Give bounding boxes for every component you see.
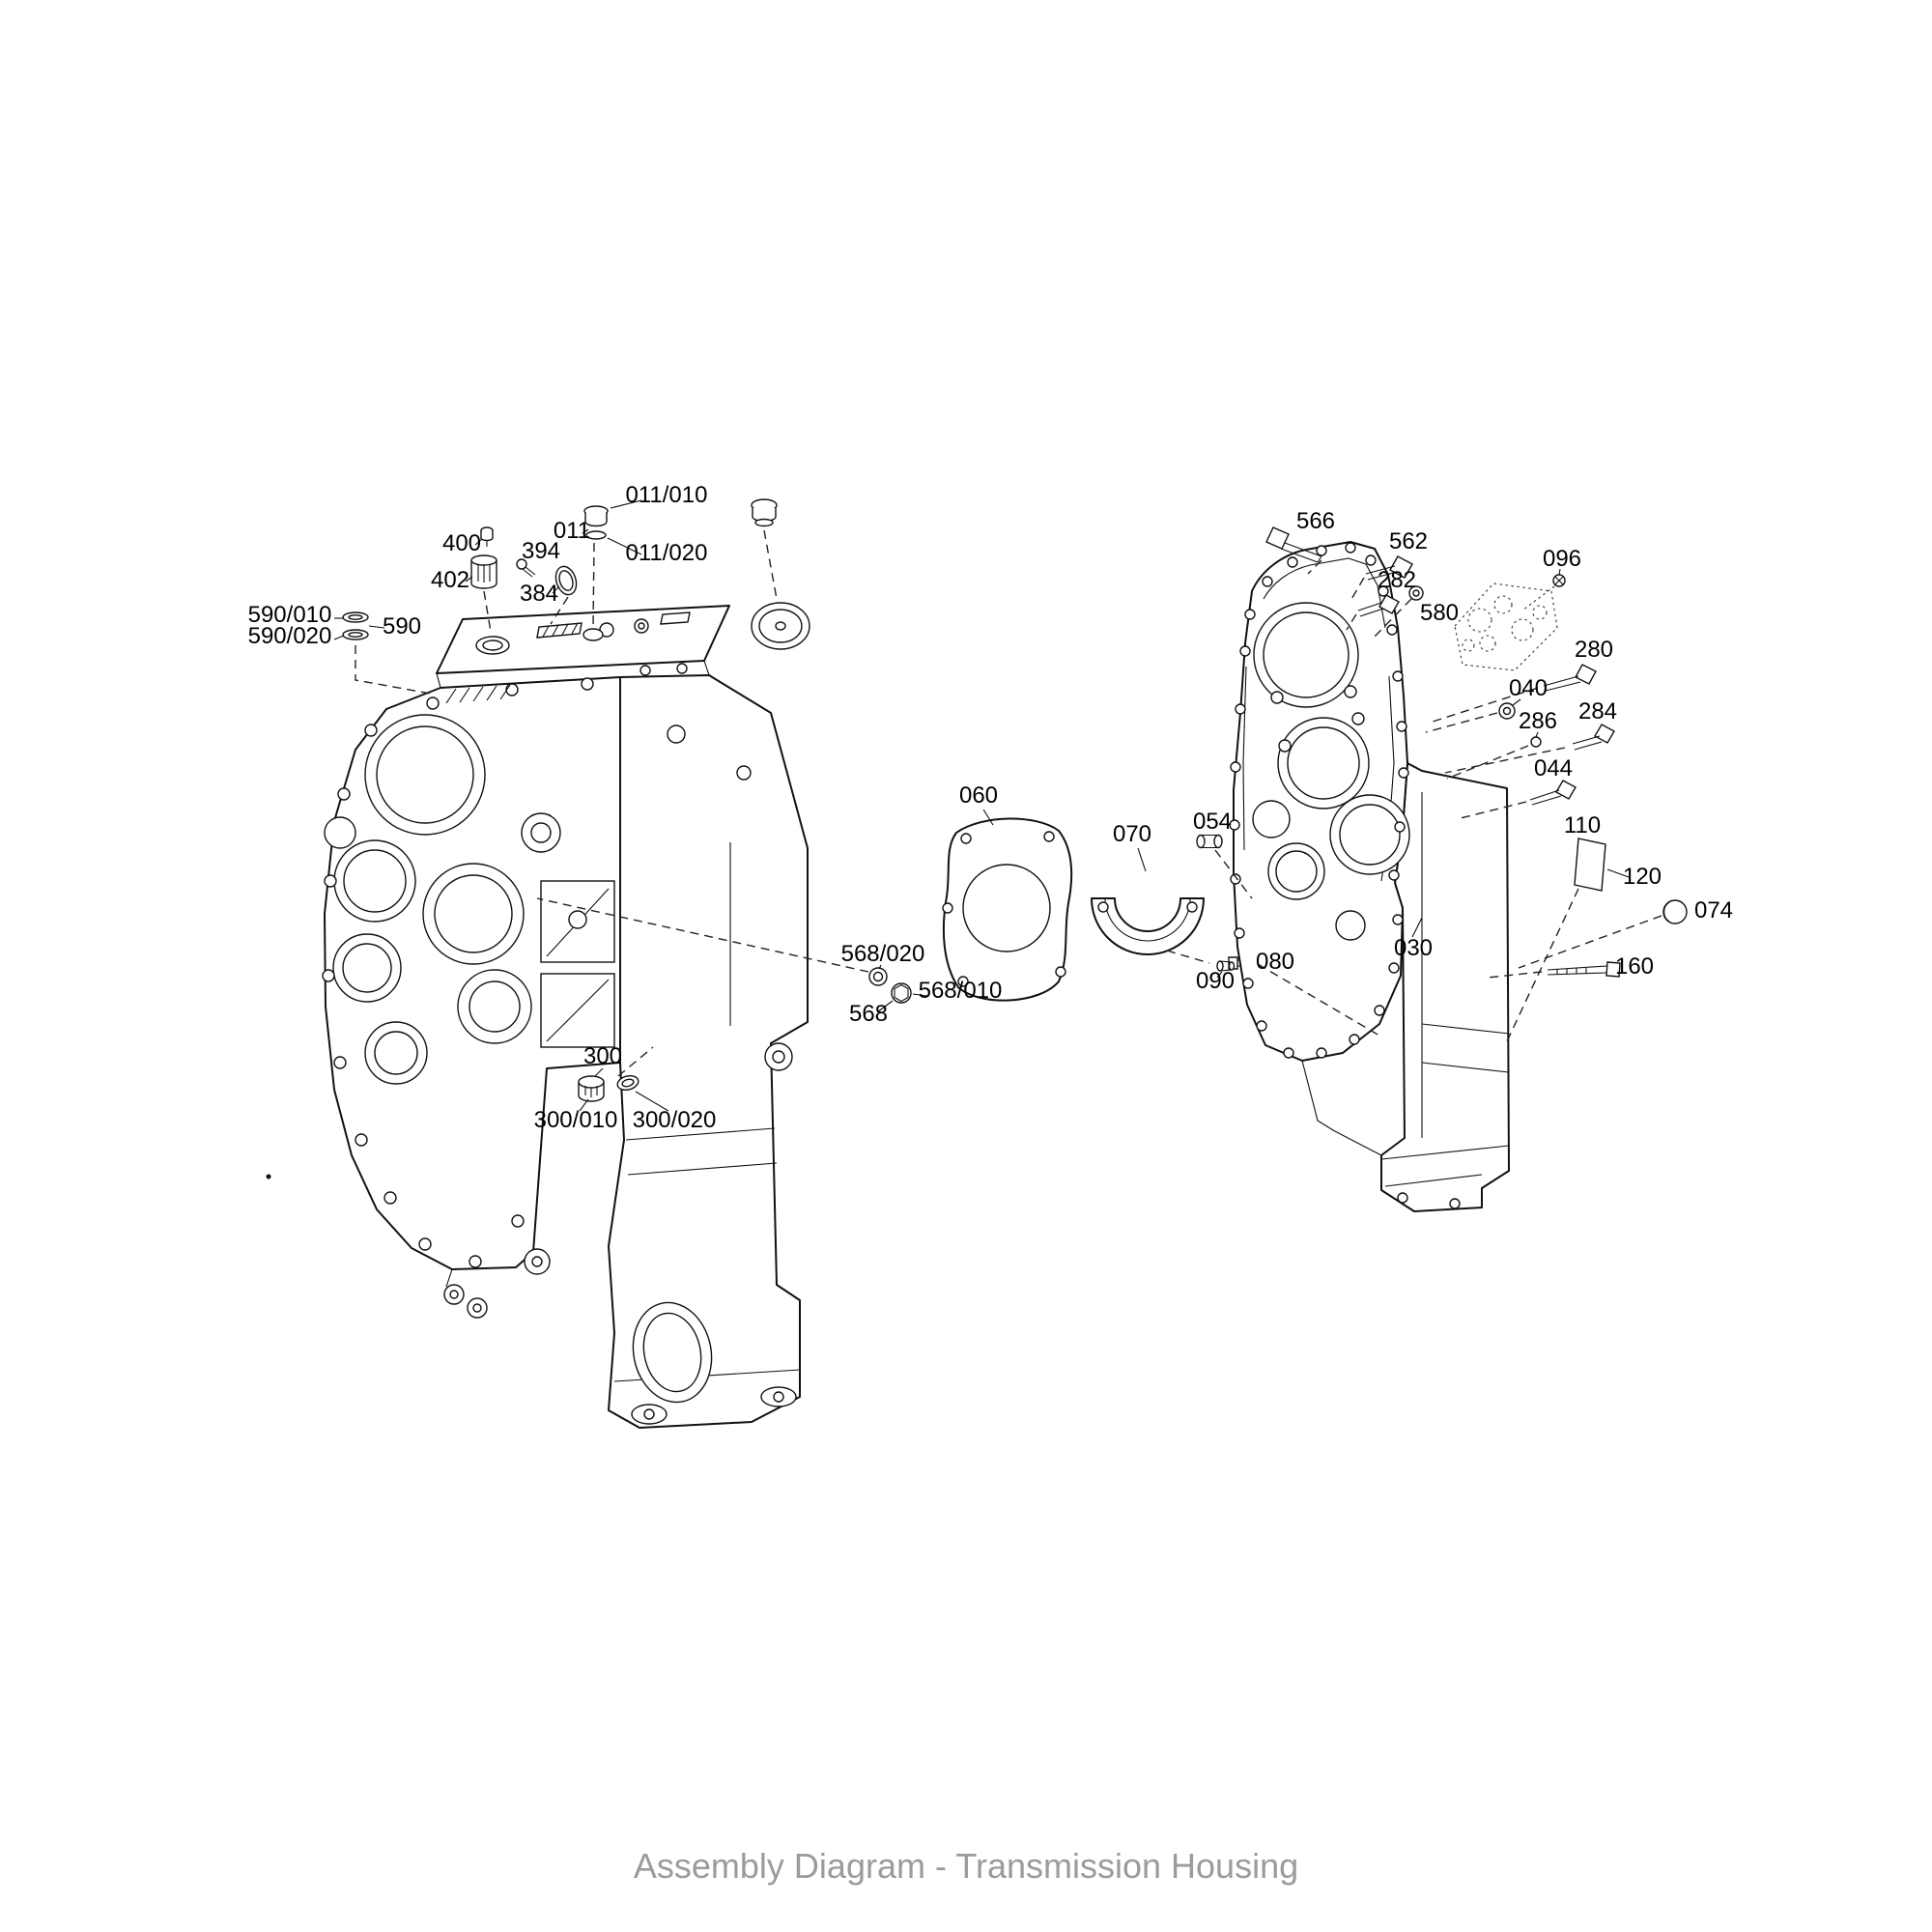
bolt-284 [1572, 724, 1615, 751]
label-562: 562 [1389, 528, 1428, 554]
bolt-562 [1365, 555, 1413, 581]
shim-rings-590 [342, 611, 369, 640]
right-housing-flange [1229, 541, 1410, 1156]
label-590-020: 590/020 [248, 623, 332, 649]
label-402: 402 [431, 567, 469, 593]
label-590: 590 [383, 613, 421, 639]
label-044: 044 [1534, 755, 1573, 781]
label-011-010: 011/010 [626, 482, 708, 508]
right-housing [1229, 541, 1558, 1212]
label-060: 060 [959, 782, 998, 809]
breather-400 [480, 526, 494, 547]
label-030: 030 [1394, 935, 1433, 961]
label-300-020: 300/020 [633, 1107, 717, 1133]
label-300: 300 [583, 1043, 622, 1069]
label-568: 568 [849, 1001, 888, 1027]
oring-384 [554, 565, 578, 596]
label-590-010: 590/010 [248, 602, 332, 628]
center-parts [942, 817, 1256, 1002]
gasket-060 [942, 817, 1073, 1002]
plug-011-assembly [583, 505, 609, 540]
left-housing-bolt-holes [322, 663, 688, 1268]
screw-394 [516, 558, 536, 578]
left-housing-interior-windows [540, 880, 615, 1048]
left-housing-hatching [445, 684, 511, 704]
label-120: 120 [1623, 864, 1662, 890]
label-160: 160 [1615, 953, 1654, 980]
label-580: 580 [1420, 600, 1459, 626]
right-housing-bolt-holes [1229, 542, 1409, 1059]
label-384: 384 [520, 581, 558, 607]
label-282: 282 [1378, 567, 1416, 593]
label-568-020: 568/020 [841, 941, 925, 967]
part-labels: 011/010 011 011/020 400 394 402 384 590/… [248, 482, 1733, 1133]
sight-cover [751, 602, 810, 650]
label-280: 280 [1575, 637, 1613, 663]
left-housing-front-face [322, 663, 688, 1319]
label-070: 070 [1113, 821, 1151, 847]
label-074: 074 [1694, 897, 1733, 923]
ball-286 [1530, 736, 1542, 748]
bolt-566 [1265, 526, 1322, 563]
plug-074 [1662, 899, 1688, 924]
left-housing [266, 602, 810, 1429]
diagram-title: Assembly Diagram - Transmission Housing [634, 1846, 1298, 1886]
label-054: 054 [1193, 809, 1232, 835]
bearing-cap-070 [1091, 897, 1205, 955]
label-568-010: 568/010 [919, 978, 1003, 1004]
label-110: 110 [1564, 812, 1601, 838]
screw-096 [1552, 574, 1566, 587]
plug-040 [1498, 702, 1516, 720]
ring-568-020 [868, 967, 888, 986]
label-011: 011 [554, 518, 590, 544]
bolt-282 [1357, 594, 1400, 617]
label-096: 096 [1543, 546, 1581, 572]
label-011-020: 011/020 [626, 540, 708, 566]
pin-054 [1196, 834, 1223, 849]
label-090: 090 [1196, 968, 1235, 994]
plug-top-right [751, 498, 778, 527]
label-300-010: 300/010 [534, 1107, 618, 1133]
plug-300-010 [578, 1075, 605, 1102]
label-080: 080 [1256, 949, 1294, 975]
label-leader-lines [333, 499, 1630, 1112]
valve-cluster-096 [1454, 582, 1558, 671]
ring-580 [1408, 585, 1424, 601]
washer-300-020 [616, 1074, 639, 1092]
left-small-parts [342, 498, 912, 1102]
label-566: 566 [1296, 508, 1335, 534]
assembly-dashed-lines [355, 529, 1662, 1077]
left-housing-top-plate [436, 605, 730, 704]
label-400: 400 [442, 530, 481, 556]
stray-mark [266, 1174, 271, 1179]
left-housing-side-body [608, 674, 809, 1429]
bolt-160 [1547, 961, 1621, 978]
label-284: 284 [1578, 698, 1617, 724]
bolt-044 [1529, 780, 1577, 806]
plug-568-010 [891, 982, 912, 1004]
bolt-280 [1543, 664, 1597, 692]
plate-110 [1574, 838, 1606, 892]
label-394: 394 [522, 538, 560, 564]
pin-090 [1216, 960, 1236, 972]
label-040: 040 [1509, 675, 1548, 701]
breather-402 [470, 554, 497, 589]
label-286: 286 [1519, 708, 1557, 734]
